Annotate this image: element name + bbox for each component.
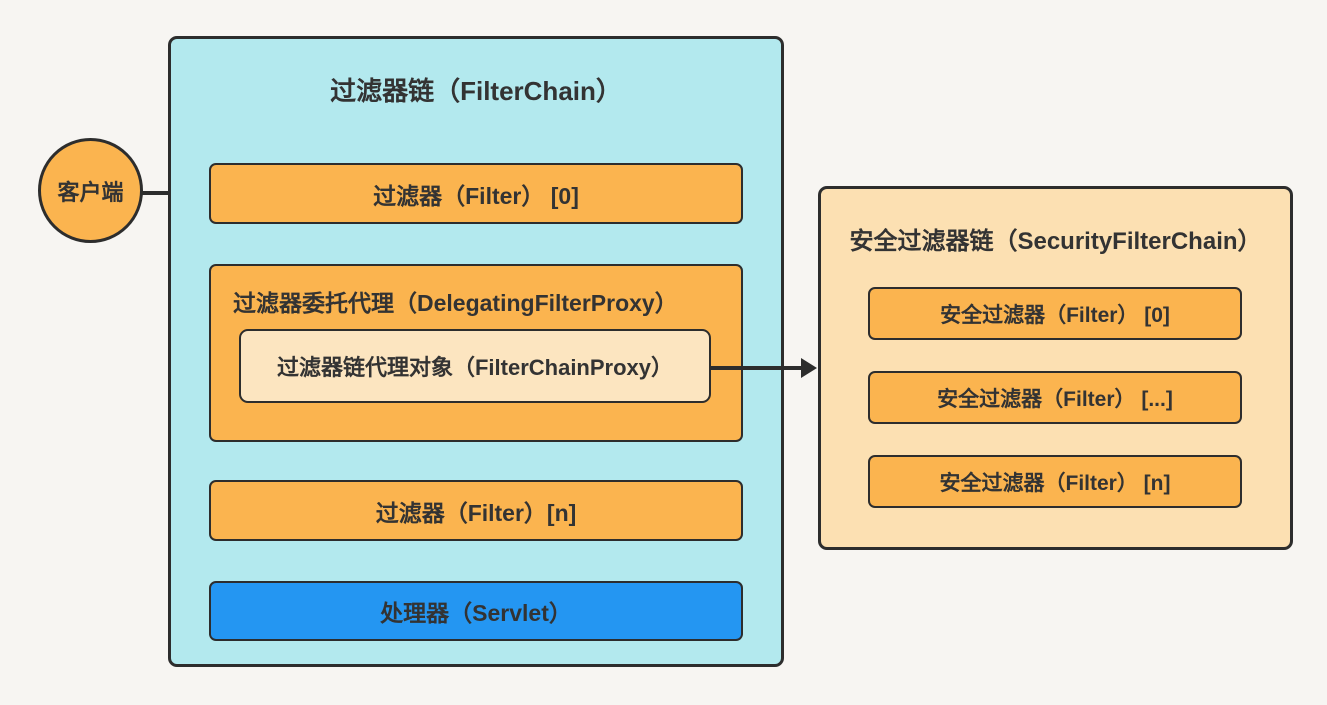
security-filter-0-box: 安全过滤器（Filter） [0] (868, 287, 1242, 340)
security-filter-chain-container: 安全过滤器链（SecurityFilterChain） 安全过滤器（Filter… (818, 186, 1293, 550)
filter-chain-proxy-label: 过滤器链代理对象（FilterChainProxy） (276, 355, 674, 380)
security-filter-0-label: 安全过滤器（Filter） [0] (940, 303, 1170, 327)
filter-0-box: 过滤器（Filter） [0] (209, 163, 743, 224)
delegating-filter-proxy-label: 过滤器委托代理（DelegatingFilterProxy） (233, 290, 678, 316)
security-filter-mid-box: 安全过滤器（Filter） [...] (868, 371, 1242, 424)
filter-chain-title: 过滤器链（FilterChain） (330, 76, 622, 106)
filter-n-label: 过滤器（Filter）[n] (375, 499, 577, 526)
security-filter-n-box: 安全过滤器（Filter） [n] (868, 455, 1242, 508)
filter-0-label: 过滤器（Filter） [0] (373, 182, 579, 209)
security-filter-n-label: 安全过滤器（Filter） [n] (939, 471, 1171, 495)
client-node: 客户端 (38, 138, 143, 243)
filter-chain-proxy-box: 过滤器链代理对象（FilterChainProxy） (239, 329, 711, 403)
proxy-to-security-arrowhead-icon (801, 358, 817, 378)
servlet-box: 处理器（Servlet） (209, 581, 743, 641)
security-filter-mid-label: 安全过滤器（Filter） [...] (937, 387, 1173, 411)
servlet-label: 处理器（Servlet） (380, 600, 572, 626)
client-label: 客户端 (57, 179, 124, 205)
filter-n-box: 过滤器（Filter）[n] (209, 480, 743, 541)
delegating-filter-proxy-box: 过滤器委托代理（DelegatingFilterProxy） 过滤器链代理对象（… (209, 264, 743, 442)
security-filter-chain-title: 安全过滤器链（SecurityFilterChain） (849, 228, 1262, 255)
proxy-to-security-arrow-line (710, 366, 804, 370)
filter-chain-container: 过滤器链（FilterChain） 过滤器（Filter） [0] 过滤器委托代… (168, 36, 784, 667)
